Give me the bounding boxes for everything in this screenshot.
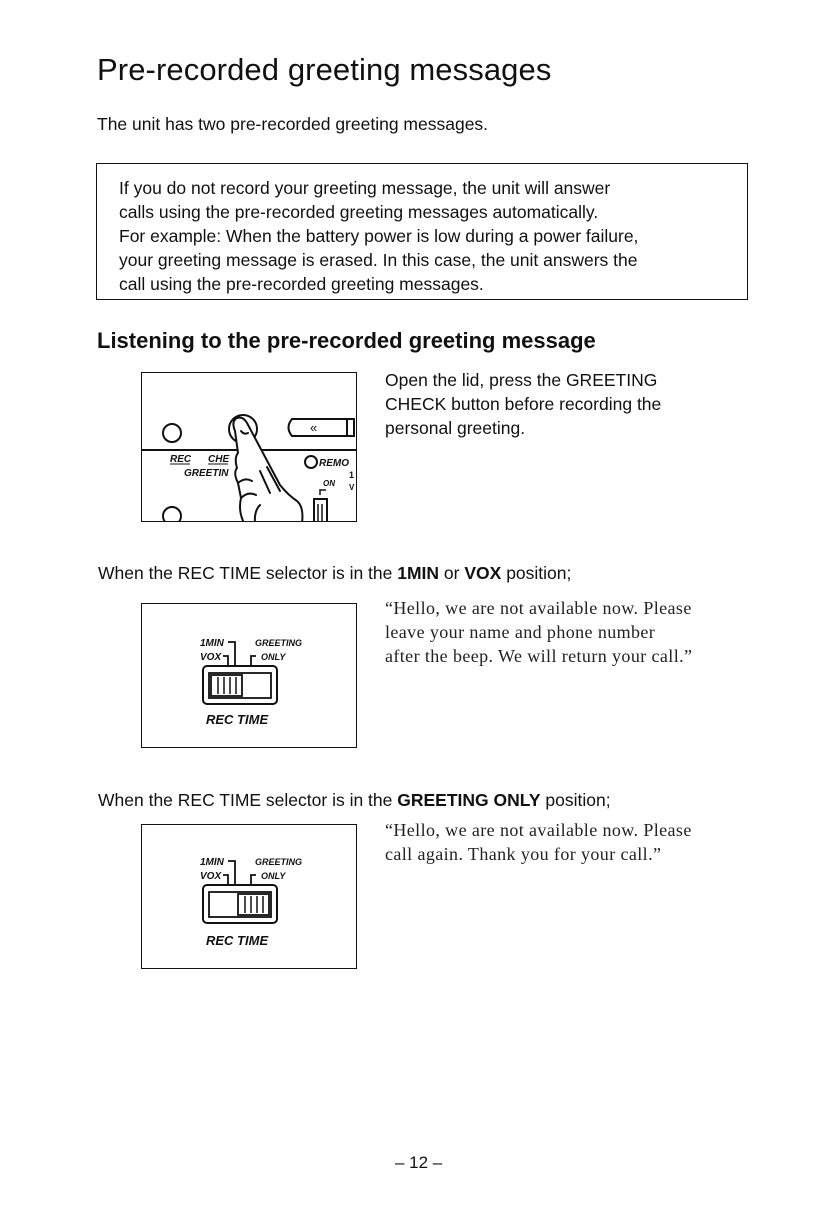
selector-housing-icon [202,665,278,705]
one-label: 1 [349,470,354,480]
section-heading: Listening to the pre-recorded greeting m… [97,328,596,353]
v-label: V [349,483,355,492]
selector-knob-icon [237,893,270,916]
instruction-line: personal greeting. [385,418,526,438]
pressing-finger-icon [232,416,304,521]
note-text: If you do not record your greeting messa… [119,176,739,296]
selector-slot-icon [208,672,272,699]
condition-option-vox: VOX [464,563,502,583]
note-line: calls using the pre-recorded greeting me… [119,202,599,222]
quote-line: call again. Thank you for your call.” [385,844,662,864]
selector-slot-icon [208,891,272,918]
greeting-check-instructions: Open the lid, press the GREETING CHECK b… [385,368,805,440]
check-label: CHE [208,454,229,465]
rec-time-selector-drawing: 1MIN VOX GREETING ONLY REC TIME [200,638,302,727]
quote-line: “Hello, we are not available now. Please [385,820,692,840]
greeting-check-illustration: « REC CHE GREETIN REMO 1 ON V [141,372,357,522]
switch-icon [313,498,328,521]
rec-label: REC [170,454,192,465]
condition-suffix: position; [540,790,611,810]
greeting-label: GREETIN [184,468,229,479]
page-number: – 12 – [395,1153,443,1172]
label-1min: 1MIN [200,638,225,649]
on-label: ON [323,479,335,488]
greeting-message-1: “Hello, we are not available now. Please… [385,596,805,668]
intro-text: The unit has two pre-recorded greeting m… [97,114,489,134]
label-only: ONLY [261,652,286,662]
label-vox: VOX [200,652,222,663]
instruction-line: Open the lid, press the GREETING [385,370,658,390]
rewind-button-icon [287,418,355,437]
remote-indicator-icon [304,455,318,469]
remote-label: REMO [319,458,349,469]
label-rec-time: REC TIME [206,712,268,727]
note-line: For example: When the battery power is l… [119,226,639,246]
selector-knob-icon [210,674,243,697]
label-rec-time: REC TIME [206,933,268,948]
note-box: If you do not record your greeting messa… [96,163,748,300]
condition-prefix: When the REC TIME selector is in the [98,790,398,810]
label-greeting: GREETING [255,638,302,648]
rewind-label: « [310,420,317,435]
quote-line: “Hello, we are not available now. Please [385,598,692,618]
bottom-left-button-icon [162,506,182,521]
condition-mid: or [439,563,465,583]
instruction-line: CHECK button before recording the [385,394,662,414]
quote-line: after the beep. We will return your call… [385,646,693,666]
condition-1min-vox: When the REC TIME selector is in the 1MI… [98,563,571,584]
note-line: If you do not record your greeting messa… [119,178,611,198]
rec-time-selector-1min-vox-illustration: 1MIN VOX GREETING ONLY REC TIME [141,603,357,748]
quote-line: leave your name and phone number [385,622,656,642]
note-line: call using the pre-recorded greeting mes… [119,274,484,294]
control-panel-drawing: « REC CHE GREETIN REMO 1 ON V [142,414,356,521]
label-1min: 1MIN [200,857,225,868]
rec-time-selector-drawing: 1MIN VOX GREETING ONLY REC TIME [200,857,302,948]
condition-suffix: position; [501,563,572,583]
label-vox: VOX [200,871,222,882]
condition-option-greeting-only: GREETING ONLY [397,790,541,810]
note-line: your greeting message is erased. In this… [119,250,638,270]
greeting-message-2: “Hello, we are not available now. Please… [385,818,805,866]
selector-housing-icon [202,884,278,924]
condition-greeting-only: When the REC TIME selector is in the GRE… [98,790,611,811]
condition-option-1min: 1MIN [397,563,440,583]
condition-prefix: When the REC TIME selector is in the [98,563,398,583]
top-left-button-icon [162,423,182,443]
label-only: ONLY [261,871,286,881]
label-greeting: GREETING [255,857,302,867]
rec-time-selector-greeting-only-illustration: 1MIN VOX GREETING ONLY REC TIME [141,824,357,969]
page-title: Pre-recorded greeting messages [97,52,552,87]
